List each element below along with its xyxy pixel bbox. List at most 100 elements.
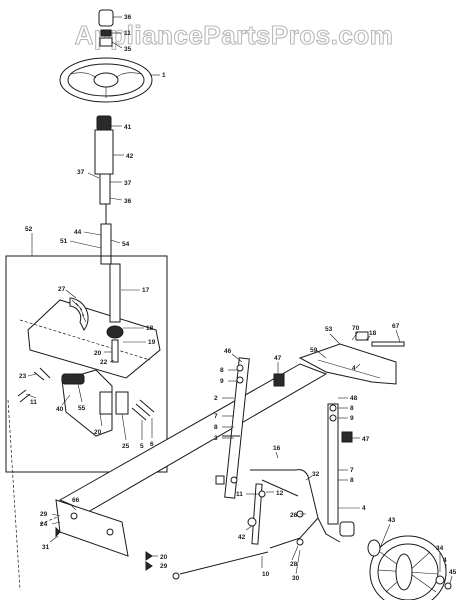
column-lower (99, 173, 111, 205)
support-bracket (99, 391, 113, 415)
callout-46: 46 (224, 348, 232, 355)
watermark-text: AppliancePartsPros.com (75, 20, 394, 50)
pinion-gear (106, 325, 124, 339)
callout-8-left: 8 (220, 367, 224, 374)
callout-37-left: 37 (77, 169, 85, 176)
left-spindle (224, 357, 250, 499)
sector-gear (69, 297, 89, 331)
callout-67: 67 (392, 323, 400, 330)
nut (444, 582, 452, 590)
callout-19: 19 (148, 339, 156, 346)
steering-bracket (61, 369, 113, 437)
callout-10: 10 (262, 571, 270, 578)
callout-18: 18 (146, 325, 154, 332)
pivot-bolt (371, 341, 405, 347)
callout-12: 12 (276, 490, 284, 497)
washer (435, 575, 445, 585)
callout-11: 11 (124, 30, 131, 37)
callout-51: 51 (60, 238, 68, 245)
callout-7-right: 7 (350, 467, 354, 474)
callout-2: 2 (214, 395, 218, 402)
callout-4-wheel: 4 (443, 557, 447, 564)
callout-22: 22 (100, 359, 108, 366)
callout-23: 23 (19, 373, 27, 380)
callout-20: 20 (94, 350, 102, 357)
callout-36-lower: 36 (124, 198, 132, 205)
callout-47-top: 47 (274, 355, 282, 362)
callout-32: 32 (312, 471, 320, 478)
callout-40: 40 (56, 406, 64, 413)
callout-8-right: 8 (350, 405, 354, 412)
column-bushing (96, 115, 112, 131)
callout-70: 70 (352, 325, 360, 332)
steering-shaft (100, 223, 112, 265)
wheel-hub (395, 553, 413, 591)
callout-45: 45 (449, 569, 457, 576)
callout-47-right: 47 (362, 436, 370, 443)
callout-36: 36 (124, 14, 132, 21)
callout-59: 59 (310, 347, 318, 354)
callout-29: 29 (40, 511, 48, 518)
steering-column-tube (94, 129, 114, 175)
callout-26: 26 (290, 512, 298, 519)
pinion-shaft (109, 263, 121, 323)
support-bracket-2 (115, 391, 129, 415)
callout-55: 55 (78, 405, 86, 412)
callout-29-link: 29 (160, 563, 168, 570)
callout-20-link: 20 (160, 554, 168, 561)
hub-nut (100, 29, 112, 37)
pivot-bushing (355, 331, 369, 341)
right-spindle-group (327, 403, 355, 537)
callout-44: 44 (74, 229, 82, 236)
callout-4-bracket: 4 (352, 365, 356, 372)
mounting-plate (27, 299, 161, 379)
tie-rod-end (251, 483, 263, 545)
callout-4-spindle: 4 (362, 505, 366, 512)
hub-adapter (99, 37, 113, 47)
callout-6-inset: 6 (150, 441, 154, 448)
steering-gear-group (17, 263, 161, 437)
steering-wheel-group (59, 9, 153, 103)
callout-37-right: 37 (124, 180, 132, 187)
callout-18-pivot: 18 (369, 330, 377, 337)
bushing-47 (273, 373, 285, 387)
callout-41: 41 (124, 124, 132, 131)
callout-52: 52 (25, 226, 33, 233)
callout-66: 66 (72, 497, 80, 504)
callout-27: 27 (58, 286, 66, 293)
callout-8-left-lower: 8 (214, 424, 218, 431)
callout-31: 31 (42, 544, 50, 551)
callout-48: 48 (350, 395, 358, 402)
steering-cap (98, 9, 114, 27)
callout-7-left: 7 (214, 413, 218, 420)
callout-1: 1 (162, 72, 166, 79)
front-wheel-group (367, 535, 452, 600)
callout-54: 54 (122, 241, 130, 248)
callout-3: 3 (214, 435, 218, 442)
callout-5-inset: 5 (140, 443, 144, 450)
spindle-hub (339, 521, 355, 537)
callout-24: 24 (40, 521, 48, 528)
callout-9-right: 9 (350, 415, 354, 422)
inset-box (5, 255, 168, 473)
callout-8-right-lower: 8 (350, 477, 354, 484)
callout-42: 42 (126, 153, 134, 160)
bushing-55 (61, 373, 85, 385)
callout-9-left: 9 (220, 378, 224, 385)
callout-28: 28 (290, 561, 298, 568)
linkage-group (172, 469, 341, 580)
callout-20-inset: 20 (94, 429, 102, 436)
callout-11-link: 11 (236, 491, 243, 498)
callout-34: 34 (436, 545, 444, 552)
callout-35: 35 (124, 46, 132, 53)
callout-30: 30 (292, 575, 300, 582)
pinion-bolt (111, 339, 119, 363)
callout-25: 25 (122, 443, 130, 450)
callout-17: 17 (142, 287, 150, 294)
wheel-spacer (367, 539, 381, 557)
callout-42-link: 42 (238, 534, 246, 541)
callout-16: 16 (273, 445, 281, 452)
right-spindle (327, 403, 339, 525)
callout-11-inset: 11 (30, 399, 37, 406)
